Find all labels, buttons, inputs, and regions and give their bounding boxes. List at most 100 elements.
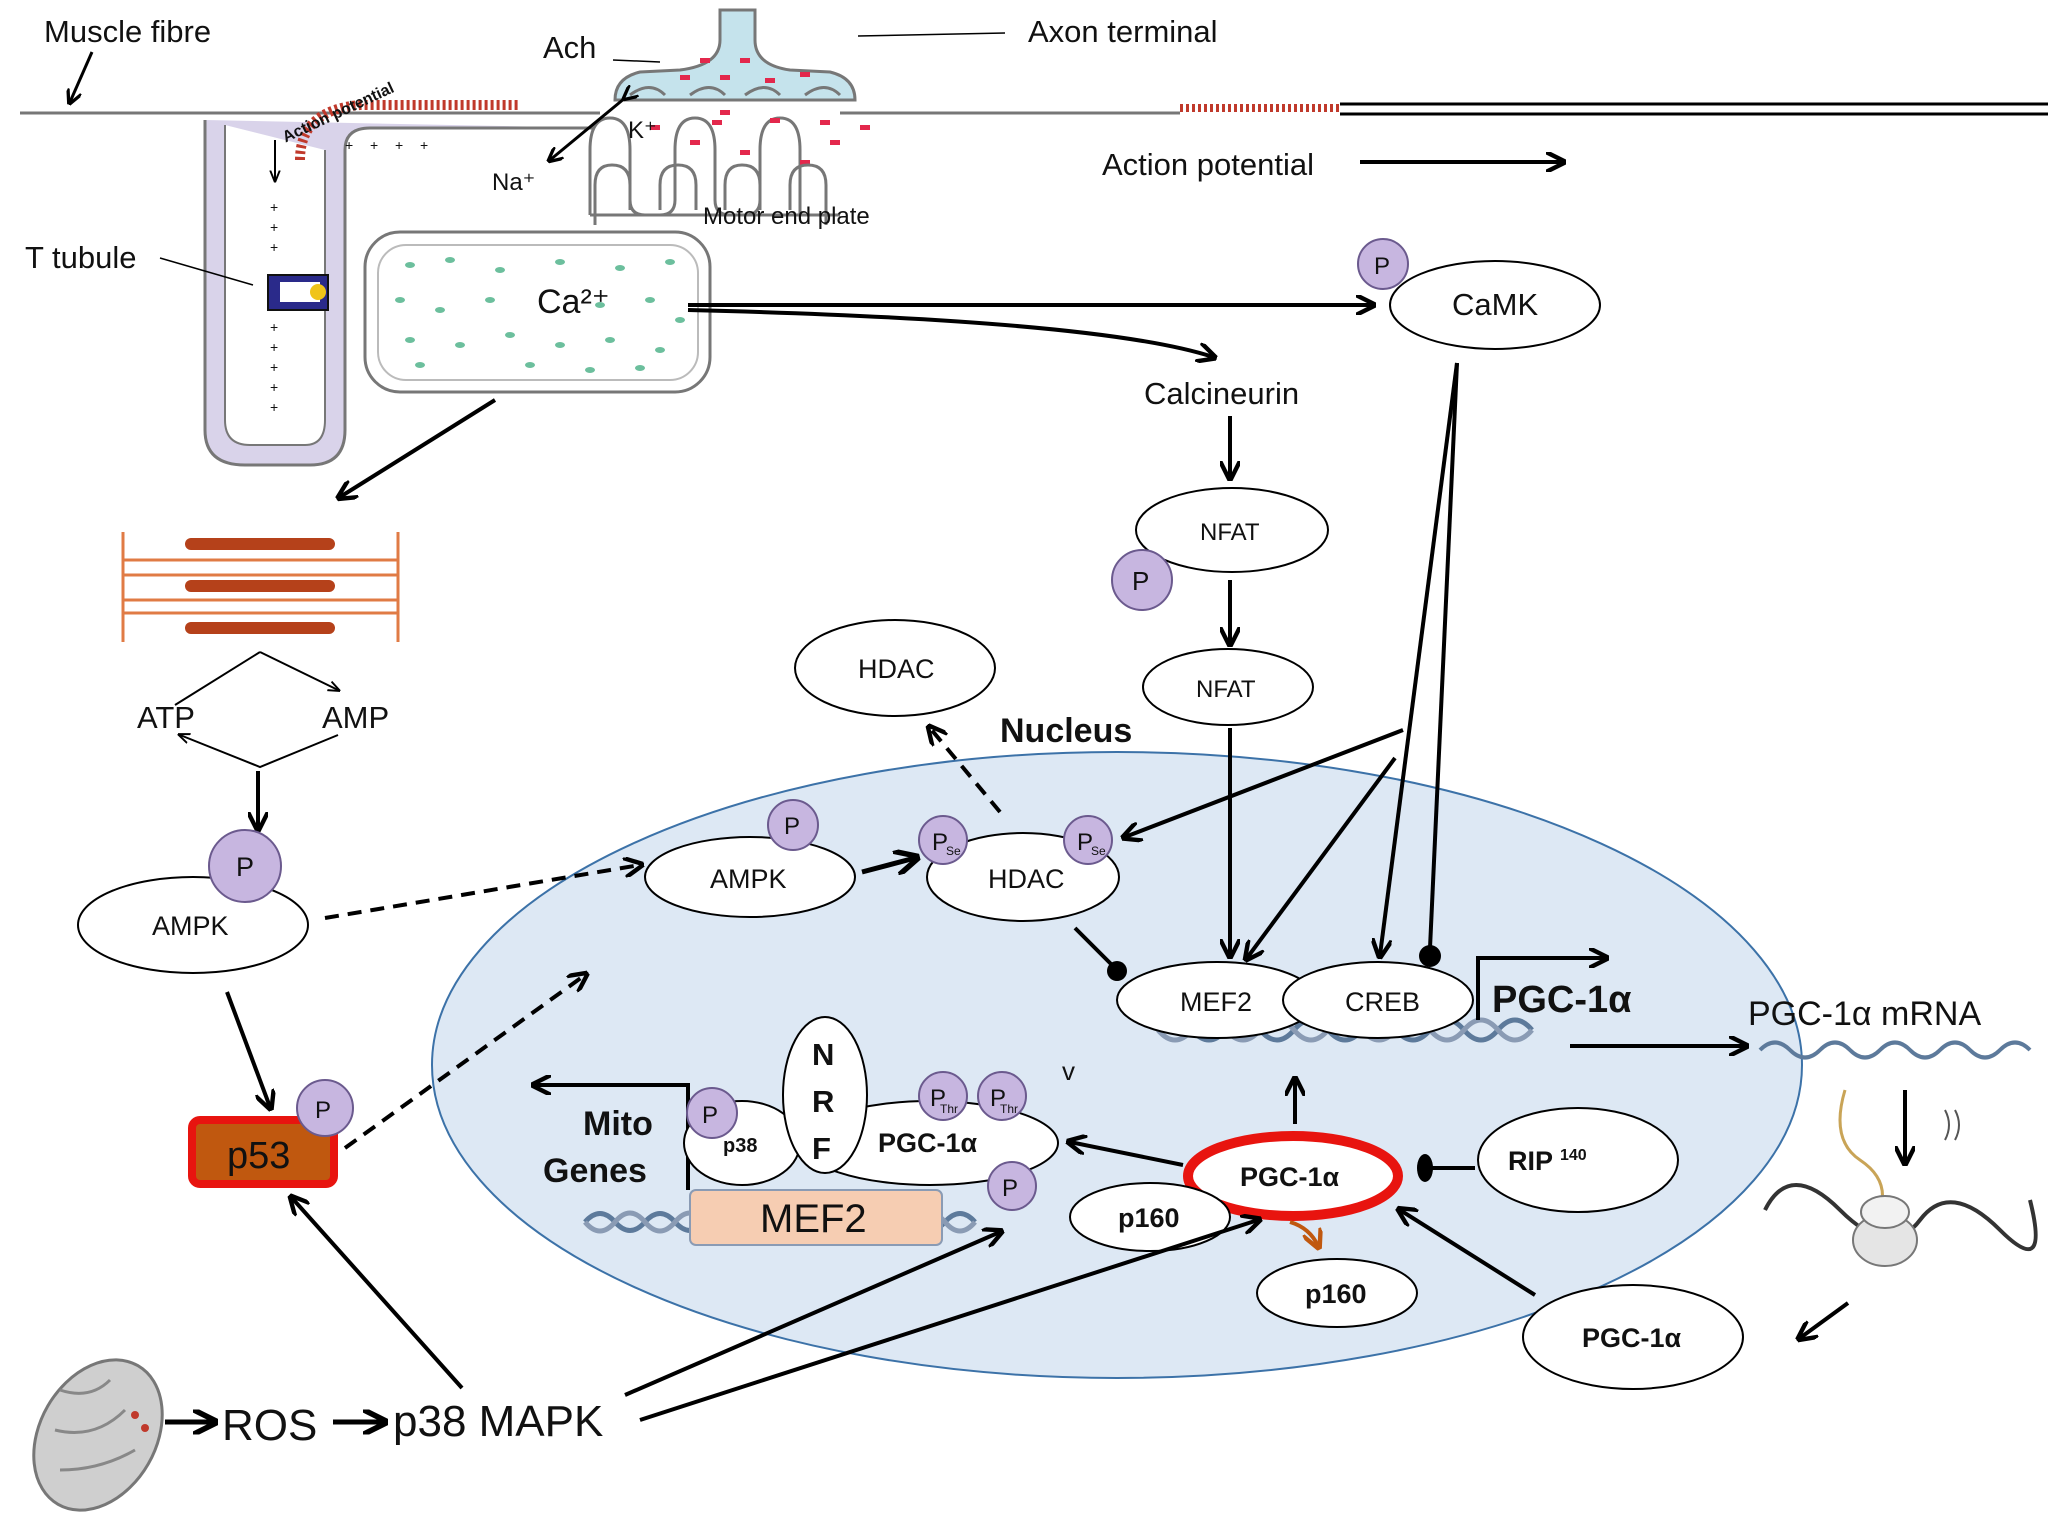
nfat-active: [1142, 648, 1314, 726]
p53-label: p53: [227, 1135, 290, 1177]
phospho-thr-2: [977, 1071, 1027, 1121]
hdac-cytoplasm-label: HDAC: [858, 654, 935, 684]
mef2-promoter-label: MEF2: [1180, 987, 1252, 1017]
svg-text:+: +: [370, 137, 378, 153]
phospho-p38-small-label: P: [702, 1102, 718, 1129]
mrna-strand: [1758, 1040, 2032, 1060]
svg-text:+: +: [270, 319, 278, 335]
neuromuscular-junction: Action potential ++ ++ ++ ++ + ++ ++: [20, 8, 2048, 467]
ampk-nucleus: [644, 836, 856, 918]
camk-label: CaMK: [1452, 287, 1538, 322]
phospho-mef2-label: P: [1002, 1175, 1018, 1202]
pgc1a-complex-label: PGC-1α: [878, 1128, 978, 1158]
pgc1a-cytoplasm-label: PGC-1α: [1582, 1323, 1682, 1353]
phospho-ser-hdac-1-p: P: [932, 829, 948, 856]
mef2-mito-box: [689, 1189, 943, 1246]
svg-text:+: +: [270, 219, 278, 235]
p160-released: [1256, 1258, 1418, 1328]
phospho-thr-2-sub: Thr: [1000, 1102, 1018, 1116]
p38-small-label: p38: [723, 1135, 757, 1157]
phospho-ser-hdac-2: [1063, 815, 1113, 865]
phospho-ampk-nucleus-label: P: [784, 813, 800, 840]
pgc1a-active-label: PGC-1α: [1240, 1162, 1340, 1192]
ampk-cytoplasm-label: AMPK: [152, 911, 229, 941]
phospho-p53-label: P: [315, 1097, 331, 1124]
pgc-mrna-label: PGC-1α mRNA: [1748, 995, 1981, 1033]
motor-end-plate-label: Motor end plate: [703, 203, 870, 230]
camk: [1389, 260, 1601, 350]
action-potential-label: Action potential: [1102, 147, 1314, 182]
phospho-thr-1-p: P: [930, 1085, 946, 1112]
axon-terminal-label: Axon terminal: [1028, 14, 1218, 49]
phospho-ampk-cytoplasm-label: P: [236, 852, 254, 882]
p160-bound-label: p160: [1118, 1203, 1180, 1233]
muscle-fibre-label: Muscle fibre: [44, 14, 211, 49]
ca-dots: [395, 257, 685, 373]
mef2-mito-label: MEF2: [760, 1197, 867, 1241]
phospho-ser-hdac-2-p: P: [1077, 829, 1093, 856]
pgc1a-cytoplasm: [1522, 1284, 1744, 1390]
rip140: [1477, 1107, 1679, 1213]
hdac-nucleus-label: HDAC: [988, 864, 1065, 894]
rip140-superscript: 140: [1560, 1147, 1587, 1164]
nrf: [782, 1016, 868, 1174]
p38-mapk-label: p38 MAPK: [393, 1397, 603, 1446]
phospho-ser-hdac-2-sub: Se: [1091, 844, 1106, 858]
phospho-nfat: [1111, 549, 1173, 611]
hdac-cytoplasm: [794, 619, 996, 717]
nrf-n: N: [812, 1037, 834, 1072]
phospho-thr-2-p: P: [990, 1085, 1006, 1112]
phospho-camk: [1357, 238, 1409, 290]
ach-dots: [650, 58, 870, 165]
phospho-ser-hdac-1-sub: Se: [946, 844, 961, 858]
phospho-nfat-label: P: [1132, 566, 1149, 596]
atp-label: ATP: [137, 700, 195, 735]
ros-label: ROS: [222, 1401, 317, 1450]
p160-released-label: p160: [1305, 1279, 1367, 1309]
ampk-nucleus-label: AMPK: [710, 864, 787, 894]
phospho-mef2: [987, 1161, 1037, 1211]
phospho-camk-label: P: [1374, 253, 1390, 280]
phospho-p38-small: [686, 1087, 738, 1139]
phospho-ser-hdac-1: [918, 815, 968, 865]
phospho-thr-1: [918, 1071, 968, 1121]
p160-bound: [1069, 1182, 1231, 1252]
svg-text:+: +: [420, 137, 428, 153]
v-mark: v: [1062, 1056, 1075, 1086]
creb: [1282, 961, 1474, 1039]
p53-box: [188, 1116, 338, 1188]
ach-label: Ach: [543, 30, 596, 65]
pgc-gene-label: PGC-1α: [1492, 979, 1632, 1021]
nfat-phospho: [1135, 487, 1329, 573]
mitochondrion-icon: [32, 1358, 164, 1512]
mito-genes-label-2: Genes: [543, 1152, 647, 1190]
mito-genes-label-1: Mito: [583, 1105, 653, 1143]
phospho-ampk-nucleus: [767, 799, 819, 851]
nfat-active-label: NFAT: [1196, 676, 1256, 703]
svg-text:+: +: [270, 199, 278, 215]
t-tubule-label: T tubule: [25, 240, 136, 275]
nucleus-label: Nucleus: [1000, 712, 1132, 750]
nrf-f: F: [812, 1131, 831, 1166]
sarcomere: [121, 532, 400, 642]
phospho-ampk-cytoplasm: [208, 829, 282, 903]
pgc1a-active: [1183, 1131, 1403, 1221]
amp-label: AMP: [322, 700, 389, 735]
phospho-p53: [296, 1079, 354, 1137]
nucleus: [431, 751, 1803, 1379]
rip140-label: RIP: [1508, 1146, 1553, 1176]
ribosome-translation: [1763, 1089, 2038, 1267]
nrf-r: R: [812, 1084, 834, 1119]
svg-text:+: +: [270, 239, 278, 255]
nfat-phospho-label: NFAT: [1200, 519, 1260, 546]
k-plus-label: K⁺: [628, 117, 657, 144]
creb-label: CREB: [1345, 987, 1420, 1017]
calcineurin-label: Calcineurin: [1144, 376, 1299, 411]
phospho-thr-1-sub: Thr: [940, 1102, 958, 1116]
svg-text:+: +: [270, 399, 278, 415]
svg-text:+: +: [270, 359, 278, 375]
ca-label: Ca²⁺: [537, 283, 610, 321]
svg-text:+: +: [270, 379, 278, 395]
svg-text:+: +: [395, 137, 403, 153]
